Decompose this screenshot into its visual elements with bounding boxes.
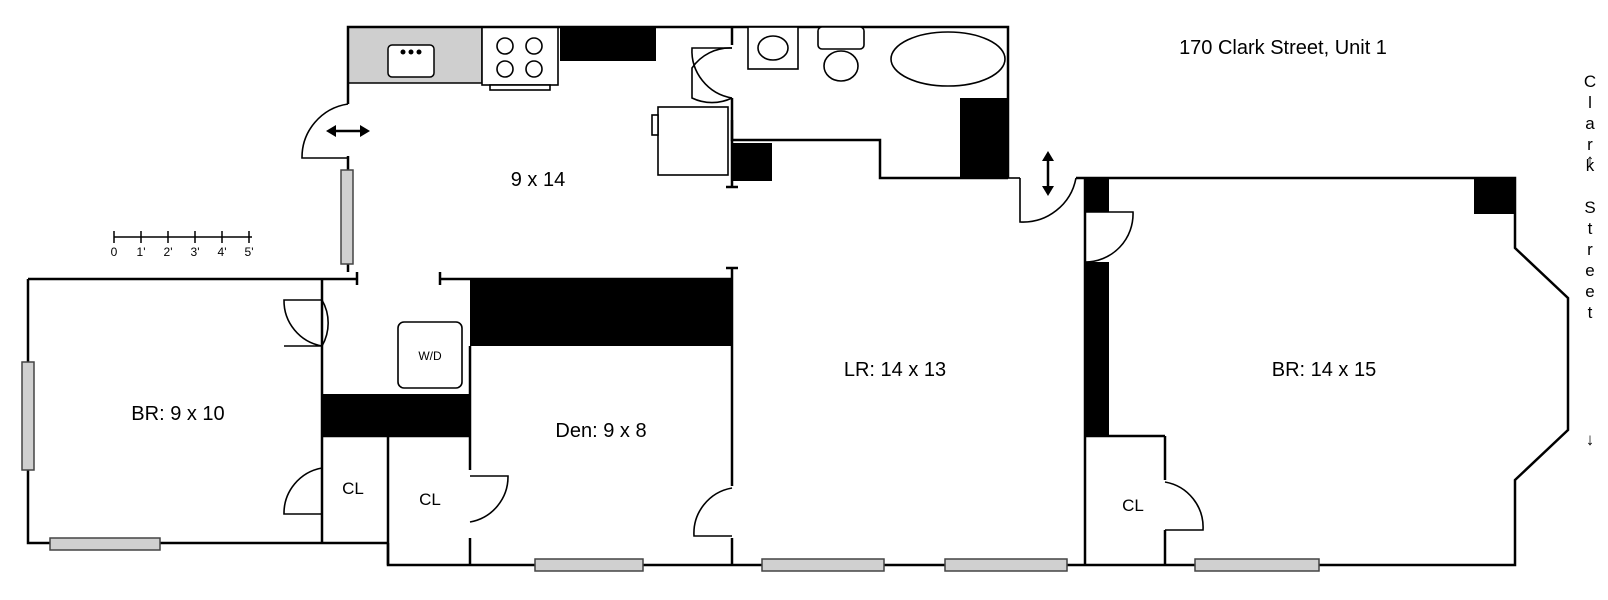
column-block bbox=[1474, 178, 1515, 214]
faucet-dot bbox=[408, 49, 414, 55]
door-den bbox=[693, 487, 733, 537]
scale-tick-label: 3' bbox=[191, 245, 200, 259]
door-closet-1 bbox=[283, 467, 323, 515]
cabinet-block bbox=[560, 27, 656, 61]
room-label-closet-2: CL bbox=[419, 490, 441, 509]
scale-bar: 0 1' 2' 3' 4' 5' bbox=[111, 231, 254, 259]
bath-sink-basin bbox=[757, 35, 789, 61]
door-br-right bbox=[1084, 211, 1134, 263]
door-kitchen-entry bbox=[301, 103, 349, 159]
column-block bbox=[732, 143, 772, 181]
window bbox=[944, 558, 1068, 572]
door-bath-swing bbox=[691, 47, 733, 99]
room-label-br-right: BR: 14 x 15 bbox=[1272, 359, 1377, 381]
room-label-closet-3: CL bbox=[1122, 496, 1144, 515]
scale-tick-label: 0 bbox=[111, 245, 118, 259]
window bbox=[761, 558, 885, 572]
entry-arrow-horizontal-icon bbox=[326, 125, 370, 137]
built-in-block bbox=[322, 394, 470, 436]
window bbox=[1194, 558, 1320, 572]
street-arrow-up-icon: ↑ bbox=[1586, 151, 1595, 170]
washer-dryer-label: W/D bbox=[418, 349, 442, 363]
column-block bbox=[1085, 262, 1109, 436]
toilet-icon bbox=[817, 26, 865, 82]
door-br-left bbox=[283, 299, 329, 347]
sink-icon bbox=[387, 44, 435, 78]
scale-tick-label: 1' bbox=[137, 245, 146, 259]
scale-tick-label: 4' bbox=[218, 245, 227, 259]
built-in-block bbox=[470, 279, 732, 346]
scale-tick-label: 2' bbox=[164, 245, 173, 259]
faucet-dot bbox=[400, 49, 406, 55]
wall-right-bottom bbox=[386, 176, 1570, 567]
scale-tick-label: 5' bbox=[245, 245, 254, 259]
column-block bbox=[1085, 178, 1109, 212]
faucet-dot bbox=[416, 49, 422, 55]
room-label-den: Den: 9 x 8 bbox=[555, 420, 646, 442]
refrigerator-icon bbox=[651, 106, 729, 176]
bathtub-icon bbox=[890, 31, 1006, 87]
street-name: Clark Street bbox=[1581, 72, 1600, 324]
entry-arrow-vertical-icon bbox=[1042, 151, 1054, 196]
room-label-closet-1: CL bbox=[342, 479, 364, 498]
door-closet-2 bbox=[469, 475, 509, 523]
column-block bbox=[960, 98, 1008, 178]
door-bath bbox=[691, 47, 733, 104]
window bbox=[21, 361, 35, 471]
room-label-kitchen: 9 x 14 bbox=[511, 169, 565, 191]
room-label-br-left: BR: 9 x 10 bbox=[131, 403, 224, 425]
window bbox=[49, 537, 161, 551]
door-front-entry bbox=[1019, 177, 1077, 223]
washer-dryer bbox=[397, 321, 463, 389]
room-label-lr: LR: 14 x 13 bbox=[844, 359, 946, 381]
door-closet-3 bbox=[1164, 481, 1204, 531]
street-arrow-down-icon: ↓ bbox=[1586, 430, 1595, 449]
street-label: ↑ Clark Street ↓ bbox=[1581, 72, 1600, 449]
stove-icon bbox=[481, 26, 559, 91]
window bbox=[534, 558, 644, 572]
plan-title: 170 Clark Street, Unit 1 bbox=[1179, 37, 1387, 59]
window bbox=[340, 169, 354, 265]
